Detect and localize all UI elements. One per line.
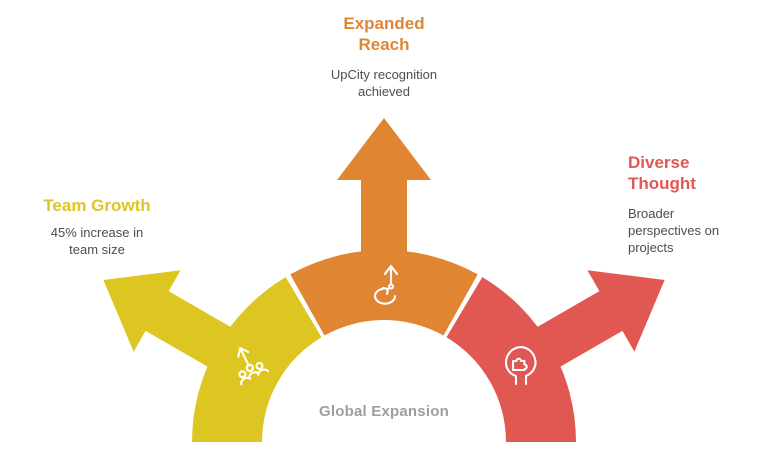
segment-diverse-thought [446,277,576,442]
people-growth-icon [237,347,270,386]
expand-arrow-loop-icon [374,264,399,305]
diverse-thought-description: Broader perspectives on projects [628,206,720,256]
arrow-expanded-reach [337,118,431,267]
arrows-group [103,118,665,375]
ring-group [192,249,576,442]
head-puzzle-icon [504,346,537,386]
center-label: Global Expansion [319,403,449,420]
segment-team-growth [192,277,322,442]
team-growth-description: 45% increase in team size [50,225,144,258]
arrow-diverse-thought [524,270,665,375]
segment-expanded-reach [290,249,478,336]
expanded-reach-title: Expanded Reach [343,14,425,54]
arrow-team-growth [103,270,244,375]
diverse-thought-title: Diverse Thought [628,153,696,193]
expanded-reach-description: UpCity recognition achieved [330,67,438,100]
team-growth-title: Team Growth [43,196,151,215]
